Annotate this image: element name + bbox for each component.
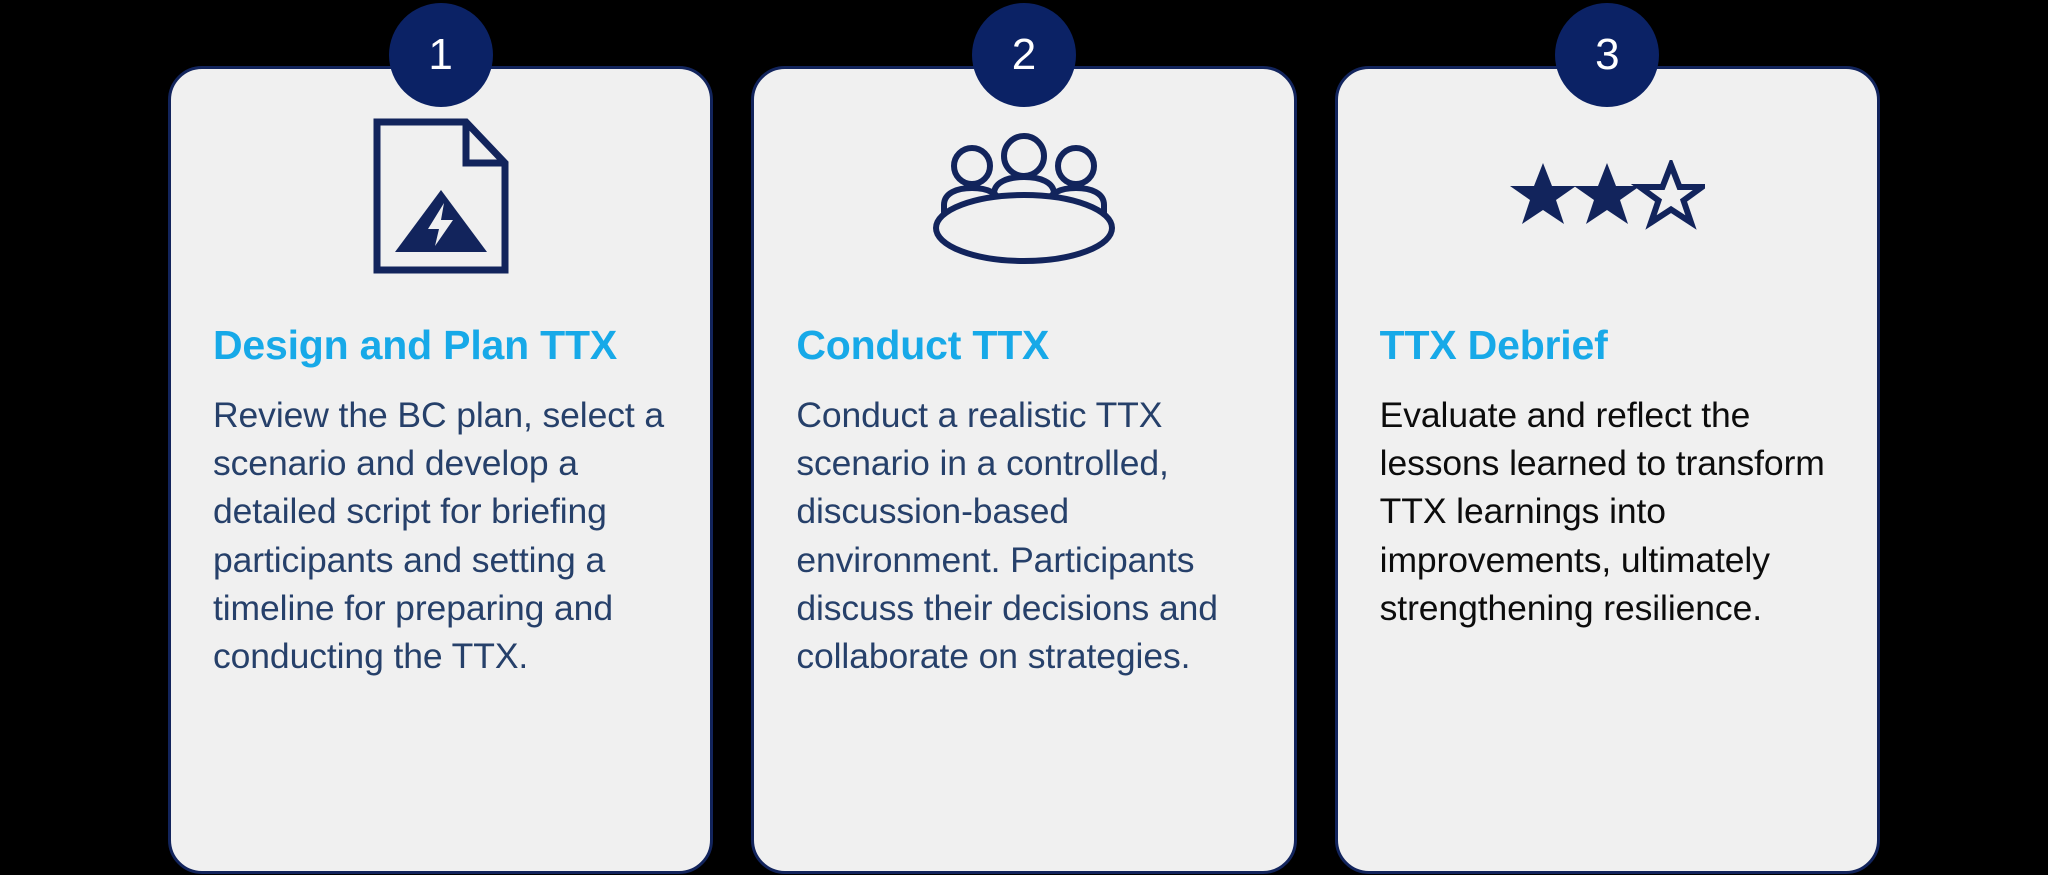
three-stars-rating-icon [1380, 71, 1835, 321]
step-number-badge-1: 1 [388, 3, 493, 107]
card-body-2: Conduct a realistic TTX scenario in a co… [796, 394, 1218, 677]
card-title-1: Design and Plan TTX [213, 322, 617, 368]
step-number-badge-2: 2 [971, 3, 1076, 107]
card-title-3: TTX Debrief [1379, 322, 1608, 368]
step-card-3[interactable]: 3 TTX Debrief Evaluate and reflect the l… [1334, 3, 1880, 874]
step-card-2[interactable]: 2 Conduct TTX Conduct a realistic [751, 3, 1297, 874]
card-body-3: Evaluate and reflect the lessons learned… [1379, 394, 1825, 628]
card-title-2: Conduct TTX [796, 322, 1050, 368]
meeting-table-people-icon [796, 71, 1251, 321]
step-number-badge-3: 3 [1555, 3, 1660, 107]
card-body-1: Review the BC plan, select a scenario an… [213, 394, 665, 677]
document-warning-icon [213, 71, 668, 321]
step-card-1[interactable]: 1 Design and Plan TTX Review the BC plan… [168, 3, 714, 874]
